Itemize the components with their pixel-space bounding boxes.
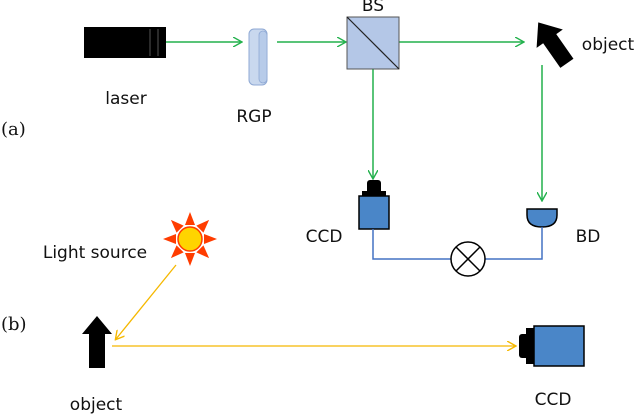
- panel-a: laser RGP BS object (a) CCD: [1, 0, 635, 277]
- laser-label: laser: [105, 89, 146, 109]
- wire-ccd-to-correlator: [372, 229, 451, 260]
- panel-a-marker: (a): [1, 119, 26, 140]
- ccd-a-label: CCD: [306, 227, 343, 247]
- laser-source: [84, 27, 166, 58]
- ccd-b-label: CCD: [535, 390, 572, 410]
- correlator-multiply-symbol: [450, 241, 486, 277]
- ccd-camera-a: [358, 180, 390, 230]
- object-a-arrow: [536, 22, 574, 68]
- bucket-detector: [526, 208, 558, 228]
- light-source-label: Light source: [43, 243, 147, 263]
- beam-splitter: [346, 16, 400, 70]
- panel-b: Light source (b) object CCD: [1, 212, 585, 415]
- object-b-arrow: [82, 316, 112, 368]
- bd-label: BD: [576, 227, 601, 247]
- panel-b-marker: (b): [1, 314, 27, 335]
- rgp-label: RGP: [236, 107, 271, 127]
- wire-bd-to-correlator: [485, 227, 543, 260]
- object-b-label: object: [70, 395, 123, 415]
- ccd-camera-b: [519, 325, 585, 367]
- ray-source-to-object: [116, 264, 177, 339]
- sun-icon: [163, 212, 217, 266]
- rgp-lens: [248, 28, 268, 86]
- object-a-label: object: [582, 35, 635, 55]
- bs-label: BS: [362, 0, 384, 16]
